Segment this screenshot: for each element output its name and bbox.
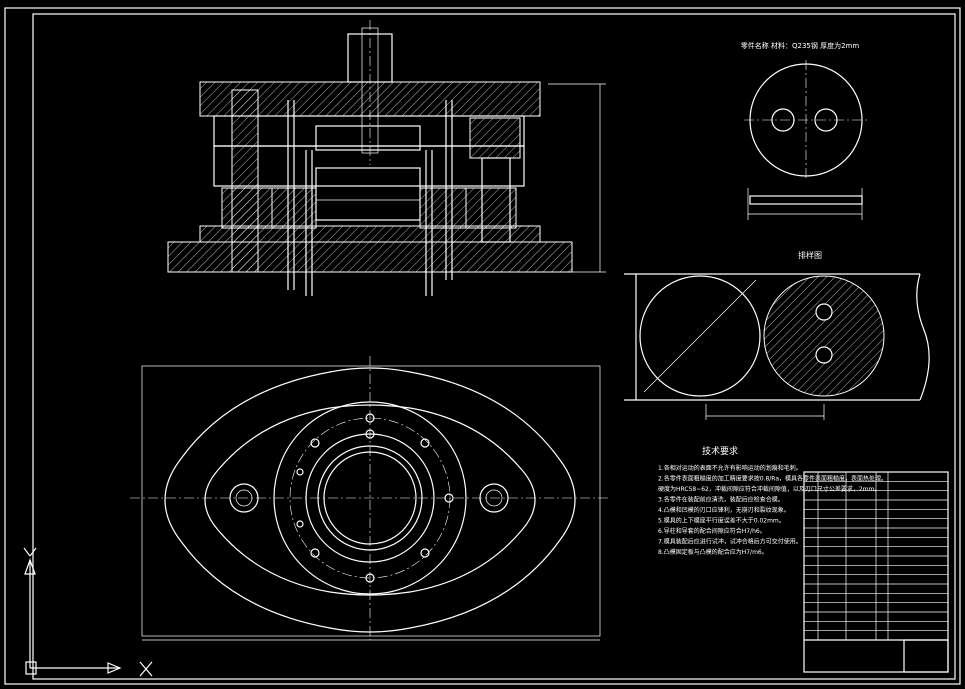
die-plan-view xyxy=(130,356,610,641)
inner-border xyxy=(32,13,956,680)
strip-layout-title: 排样图 xyxy=(798,250,822,260)
material-note: 零件名称 材料：Q235钢 厚度为2mm xyxy=(741,41,860,50)
tech-req-item: 2.各零件表面粗糙度的加工精度要求按0.8/Ra，模具各零件表面粗糙度，表面热处… xyxy=(658,475,887,483)
outer-border xyxy=(4,7,961,685)
tech-req-item: 6.导柱和导套的配合间隙应符合H7/h6。 xyxy=(658,527,766,535)
tech-req-item: 1.各相对运动的表面不允许有影响运动的划痕和毛刺。 xyxy=(658,464,802,472)
tech-req-item: 3.各零件在装配前应清洗，装配后应检查合模。 xyxy=(658,496,784,504)
tech-req-item: 5.模具的上下模座平行度误差不大于0.02mm。 xyxy=(658,517,785,525)
blank-part-detail: 零件名称 材料：Q235钢 厚度为2mm xyxy=(741,41,868,220)
tech-req-item: 7.模具装配后应进行试冲，试冲合格后方可交付使用。 xyxy=(658,538,802,546)
die-section-view xyxy=(167,20,606,296)
tech-req-title: 技术要求 xyxy=(702,445,738,457)
ucs-axis-icon xyxy=(23,547,153,677)
title-block xyxy=(803,471,949,673)
tech-req-item: 8.凸模固定板与凸模的配合应为H7/m6。 xyxy=(658,548,768,556)
strip-layout-view: 排样图 xyxy=(624,250,930,420)
technical-requirements: 技术要求 1.各相对运动的表面不允许有影响运动的划痕和毛刺。 2.各零件表面粗糙度… xyxy=(658,445,887,556)
tech-req-item: 4.凸模和凹模的刃口应锋利，无崩刃和裂纹现象。 xyxy=(658,506,790,514)
tech-req-item: 硬度为HRC58~62，冲裁间隙应符合冲裁间隙值，以及刃口尺寸公差要求，2mm。 xyxy=(658,485,880,493)
